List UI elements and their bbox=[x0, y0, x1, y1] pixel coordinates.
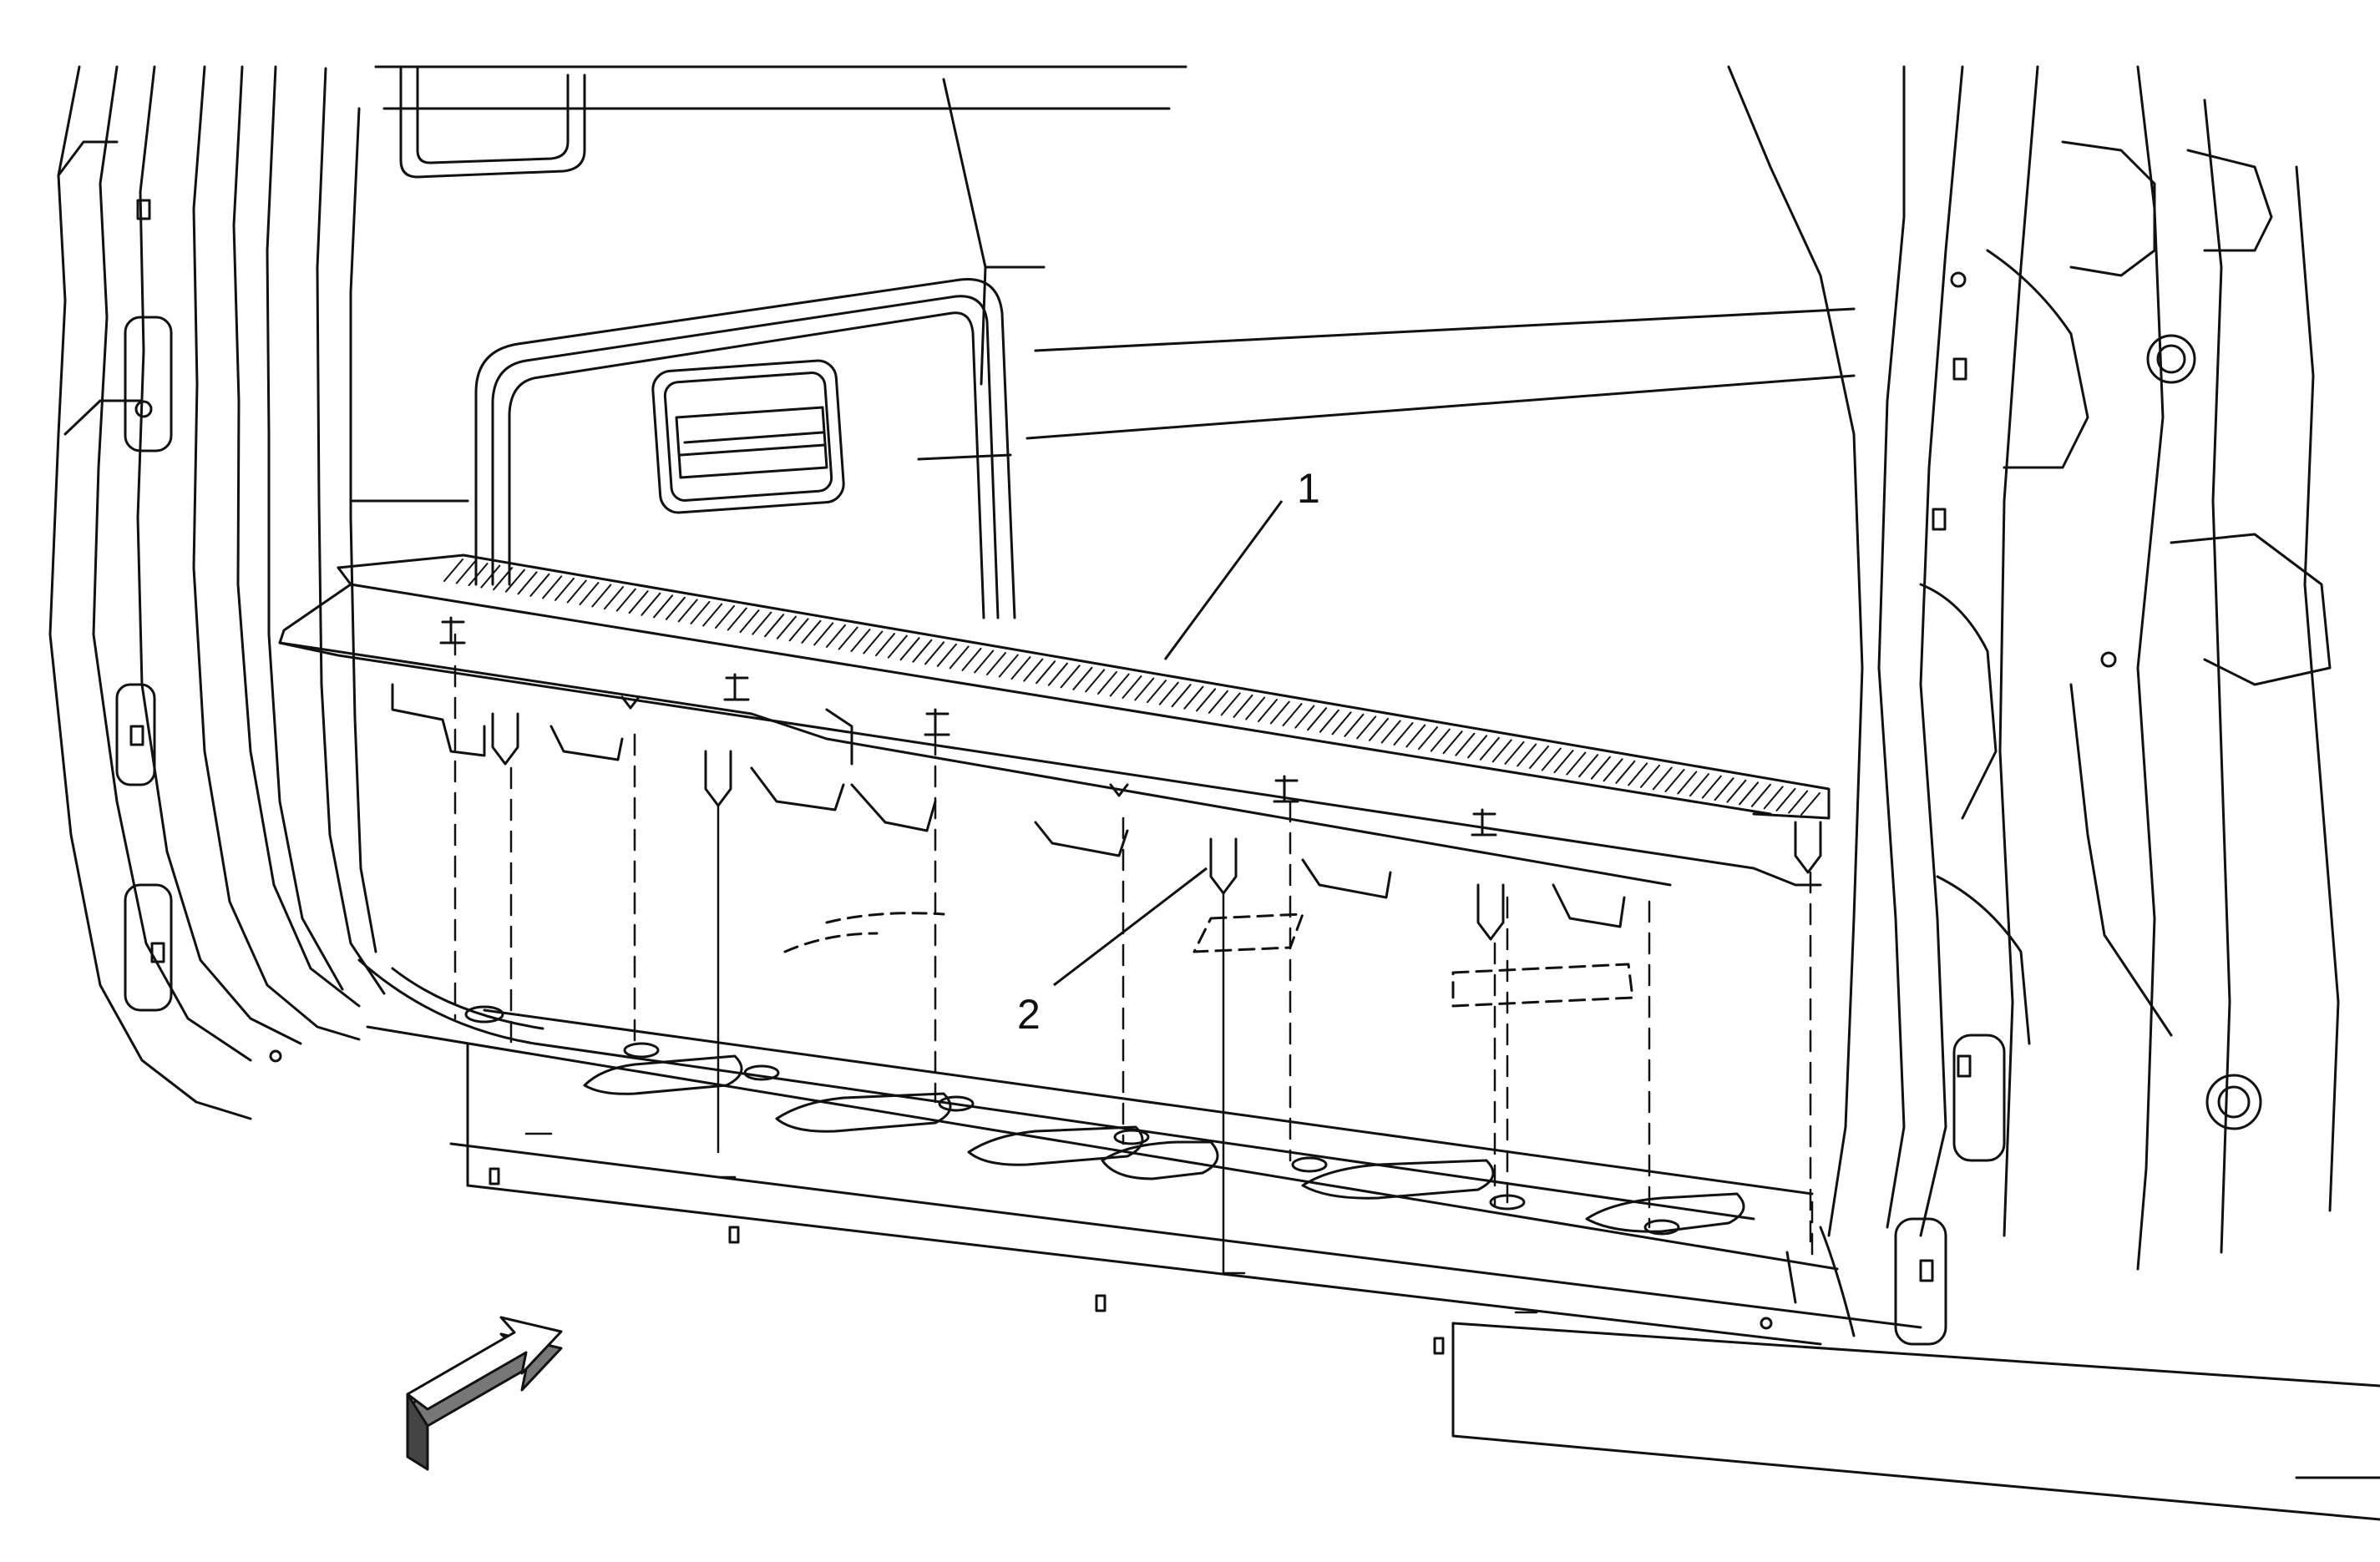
sill-trim-panel bbox=[278, 554, 1831, 941]
installation-end-marks bbox=[524, 1132, 1538, 1314]
direction-arrow-icon bbox=[406, 1316, 563, 1471]
rear-interior-wall bbox=[349, 65, 1856, 503]
door-opening-floor bbox=[357, 912, 2380, 1521]
callout-1-label: 1 bbox=[1297, 465, 1320, 512]
callout-2: 2 bbox=[1017, 867, 1208, 1038]
callout-1-leader bbox=[1163, 500, 1284, 660]
installation-guide-lines bbox=[453, 633, 1814, 1262]
callout-1: 1 bbox=[1163, 465, 1320, 660]
trim-ribs bbox=[443, 559, 1820, 816]
installation-guide-lines-solid bbox=[717, 804, 1225, 1275]
callout-2-leader bbox=[1053, 867, 1208, 987]
callout-2-label: 2 bbox=[1017, 991, 1041, 1038]
rear-door-panel bbox=[474, 278, 1016, 619]
door-handle bbox=[651, 359, 845, 514]
right-body-pillar bbox=[1727, 65, 2340, 1346]
left-body-pillar bbox=[48, 65, 386, 1120]
